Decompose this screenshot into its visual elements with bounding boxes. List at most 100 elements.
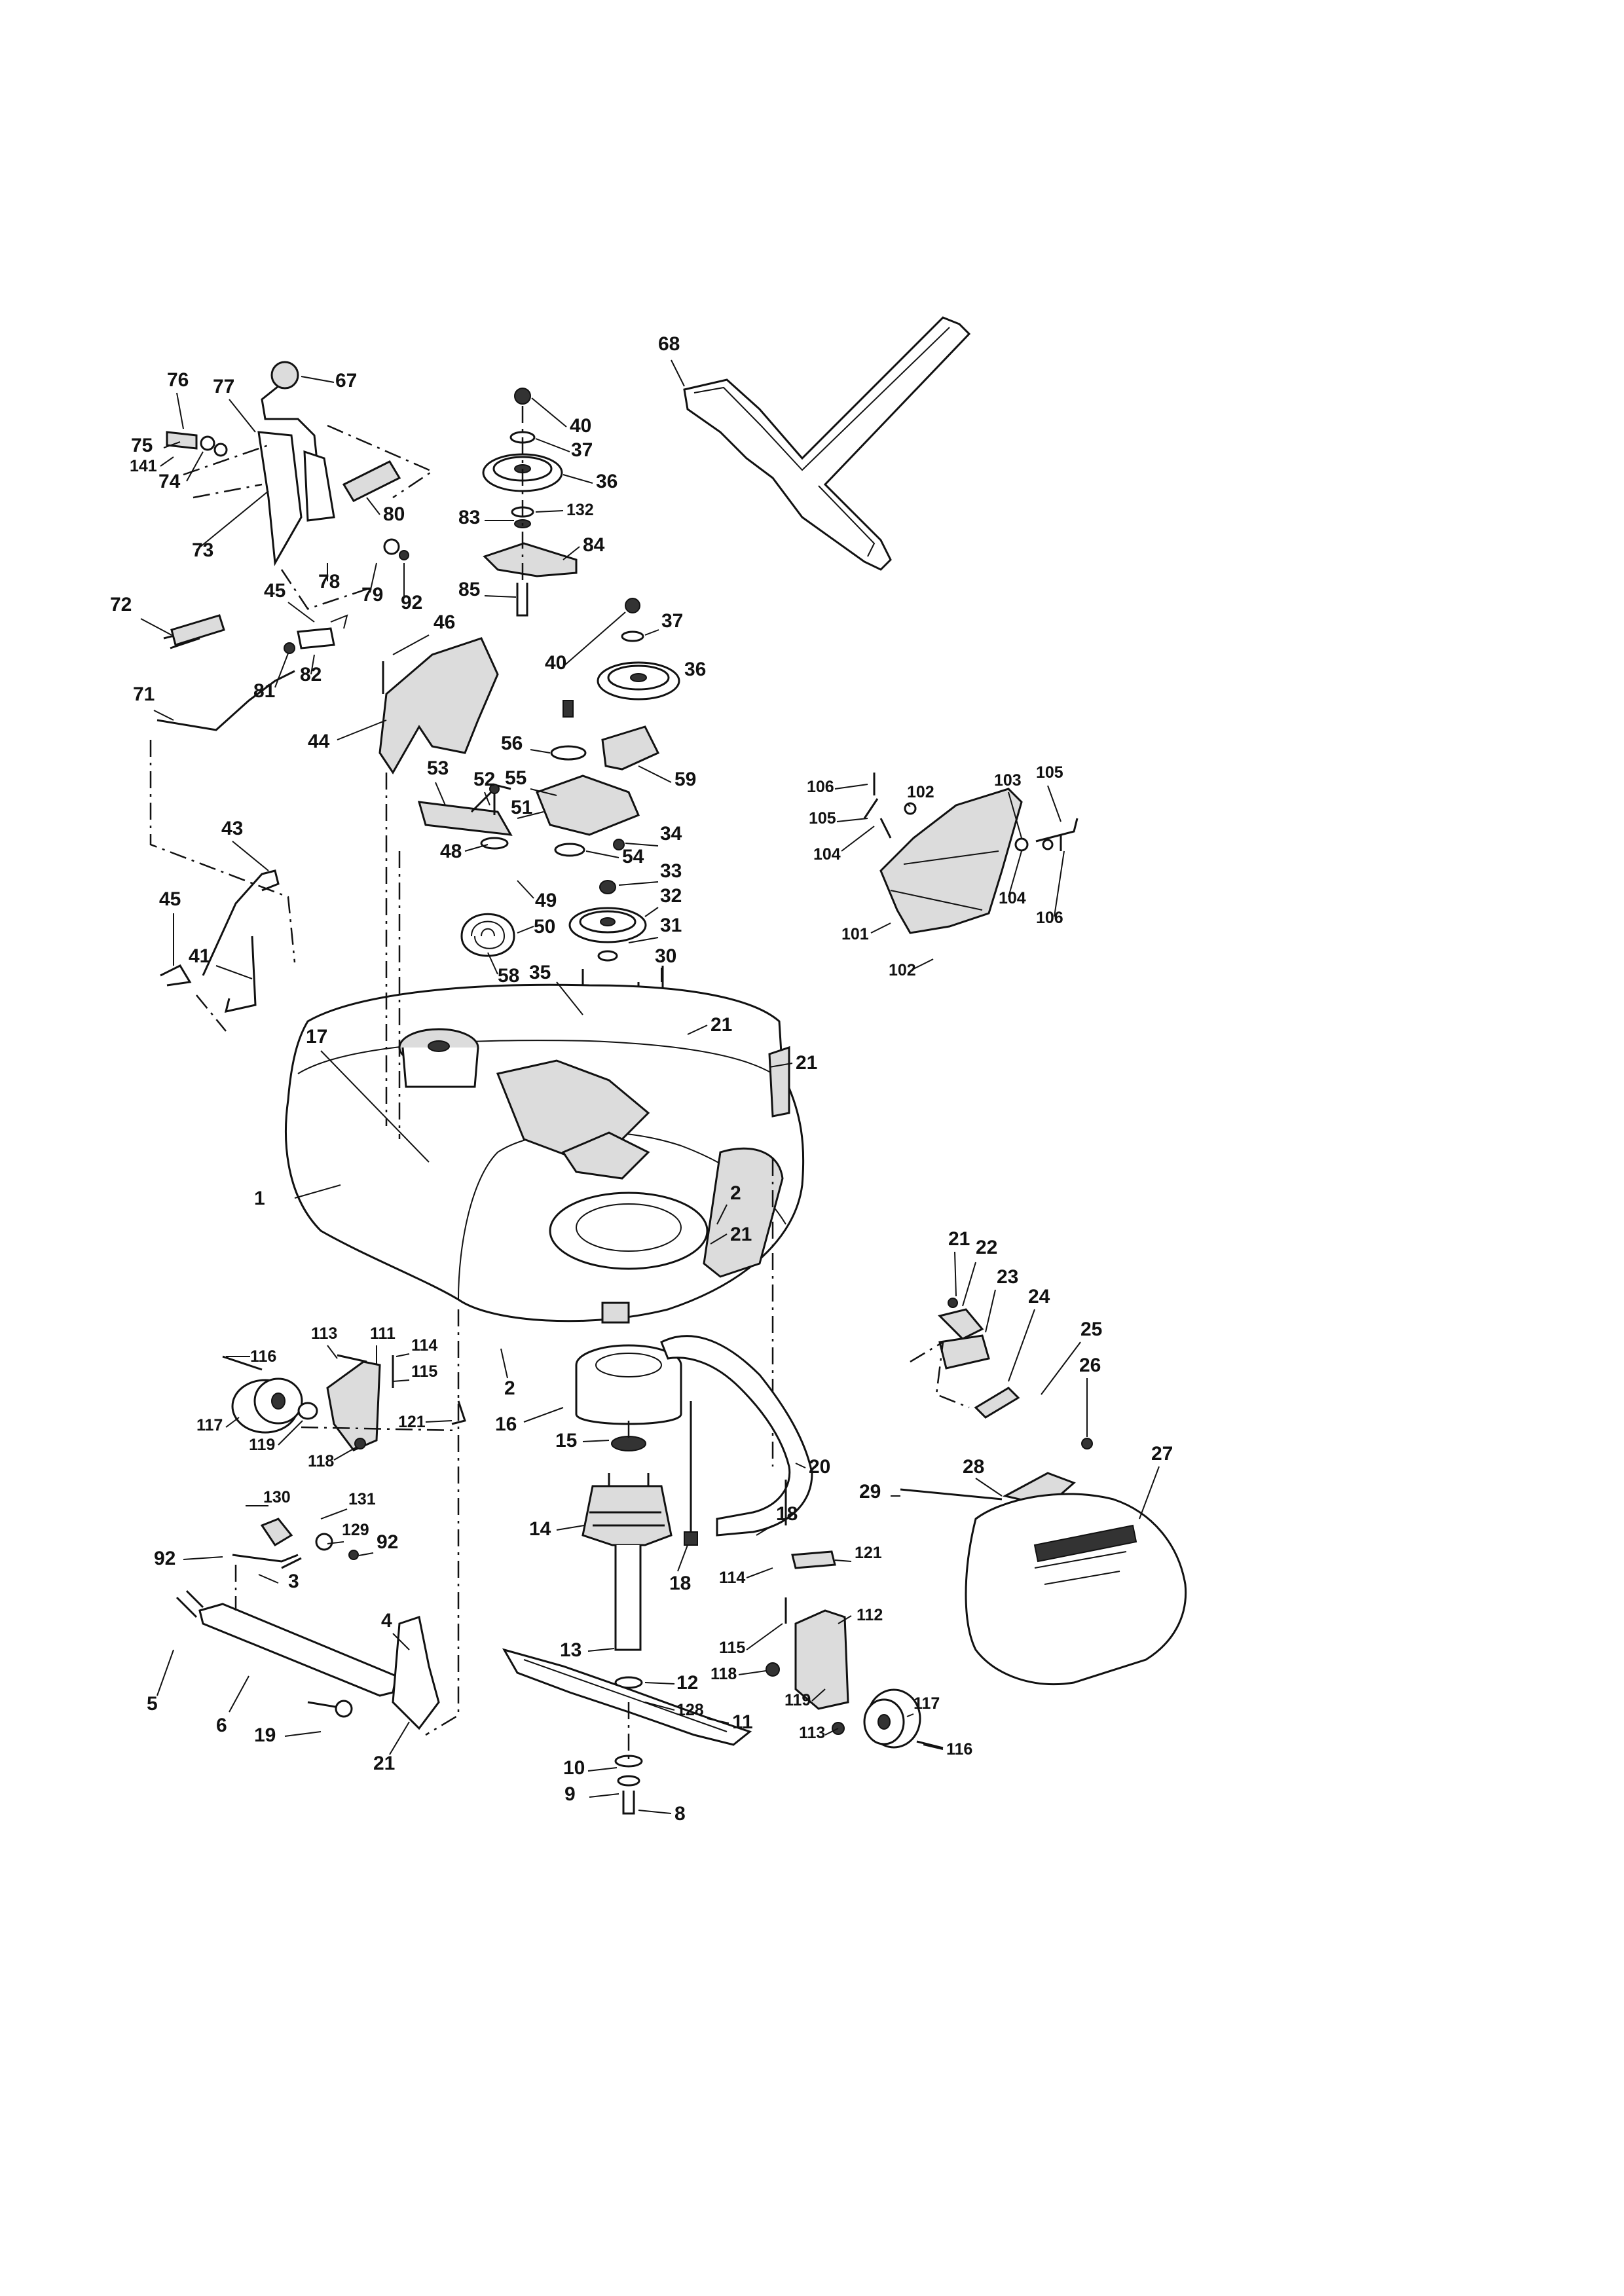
leader-line-51	[517, 811, 544, 819]
leader-line-73	[196, 490, 269, 551]
callout-106a: 106	[807, 778, 834, 796]
leader-line-121a	[425, 1420, 452, 1423]
callout-84: 84	[583, 534, 605, 556]
leader-line-22	[962, 1262, 976, 1307]
callout-117b: 117	[913, 1694, 940, 1713]
leader-line-9	[589, 1793, 619, 1798]
callout-4: 4	[381, 1610, 392, 1631]
leader-line-105b	[1047, 785, 1061, 822]
left-gauge-wheel-part	[222, 1354, 466, 1451]
callout-33: 33	[660, 860, 682, 882]
callout-130: 130	[263, 1488, 291, 1506]
callout-45a: 45	[264, 580, 286, 602]
leader-line-13	[587, 1648, 615, 1652]
leader-line-128	[644, 1702, 675, 1711]
callout-17: 17	[306, 1026, 327, 1048]
callout-46: 46	[434, 611, 455, 633]
leader-line-103	[1008, 792, 1022, 839]
callout-106b: 106	[1036, 909, 1063, 927]
part-illustrations	[149, 316, 1187, 1815]
leader-line-21a	[687, 1025, 708, 1035]
callout-37b: 37	[661, 610, 683, 632]
leader-line-36a	[563, 474, 593, 484]
callout-12: 12	[676, 1672, 698, 1694]
leader-line-118a	[333, 1446, 358, 1461]
callout-54: 54	[622, 846, 644, 867]
leader-line-114b	[746, 1567, 773, 1578]
callout-92c: 92	[154, 1548, 175, 1569]
callout-53: 53	[427, 757, 449, 779]
leader-line-37a	[535, 438, 570, 452]
callout-78: 78	[318, 571, 340, 592]
leader-line-16	[523, 1407, 564, 1423]
callout-58: 58	[498, 965, 519, 987]
callout-119a: 119	[249, 1436, 275, 1454]
callout-45b: 45	[159, 888, 181, 910]
callout-5: 5	[147, 1693, 158, 1715]
rear-hinge-bracket-part	[900, 1298, 1187, 1685]
callout-40a: 40	[570, 415, 591, 437]
leader-line-59	[638, 765, 672, 783]
leader-line-104b	[1008, 850, 1022, 898]
callout-75: 75	[131, 435, 153, 456]
callout-85: 85	[458, 579, 480, 600]
callout-55: 55	[505, 767, 526, 789]
leader-line-21d	[954, 1251, 957, 1297]
callout-16: 16	[495, 1413, 517, 1435]
callout-11: 11	[732, 1711, 753, 1733]
callout-18a: 18	[669, 1573, 691, 1594]
callout-114a: 114	[411, 1336, 437, 1355]
callout-8: 8	[674, 1803, 686, 1825]
leader-line-11	[707, 1718, 729, 1724]
callout-73: 73	[192, 539, 213, 561]
leader-line-68	[671, 359, 685, 387]
leader-line-92b	[358, 1552, 374, 1556]
leader-line-5	[157, 1649, 174, 1696]
callout-111: 111	[370, 1324, 396, 1343]
leader-line-6	[229, 1675, 249, 1713]
leader-line-76	[176, 392, 184, 429]
leader-line-115b	[746, 1623, 783, 1650]
belt-guard-part	[378, 637, 499, 774]
callout-117a: 117	[196, 1416, 223, 1434]
callout-67: 67	[335, 370, 357, 392]
callout-129: 129	[342, 1521, 369, 1539]
callout-34: 34	[660, 823, 682, 845]
callout-52: 52	[473, 769, 495, 790]
leader-line-20	[795, 1463, 806, 1468]
blade-spindle-assembly-part	[502, 1344, 752, 1815]
leader-line-67	[301, 376, 335, 383]
callout-2b: 2	[504, 1377, 515, 1399]
callout-113b: 113	[799, 1724, 825, 1742]
callout-131: 131	[348, 1490, 376, 1508]
callout-21b: 21	[796, 1052, 817, 1074]
callout-105a: 105	[809, 809, 836, 828]
callout-31: 31	[660, 915, 682, 936]
callout-36b: 36	[684, 659, 706, 680]
idler-arm-part	[417, 774, 640, 957]
callout-71: 71	[133, 683, 155, 705]
leader-line-28	[975, 1478, 1003, 1497]
callout-27: 27	[1151, 1443, 1173, 1465]
leader-line-112	[838, 1615, 852, 1624]
callout-44: 44	[308, 731, 330, 752]
callout-113a: 113	[311, 1324, 337, 1343]
callout-26: 26	[1079, 1355, 1101, 1376]
leader-line-43	[232, 841, 269, 871]
callout-49: 49	[535, 890, 557, 911]
leader-line-10	[587, 1767, 618, 1772]
callout-23: 23	[997, 1266, 1018, 1288]
callout-68: 68	[658, 333, 680, 355]
callout-92a: 92	[401, 592, 422, 613]
leader-line-24	[1008, 1309, 1035, 1382]
callout-21c: 21	[730, 1224, 752, 1245]
callout-59: 59	[674, 769, 696, 790]
leader-line-40b	[563, 611, 626, 667]
leader-line-34	[625, 843, 659, 847]
leader-line-35	[556, 981, 583, 1015]
center-pulley-stack-part	[550, 598, 680, 771]
callout-25: 25	[1080, 1319, 1102, 1340]
callout-32: 32	[660, 885, 682, 907]
leader-line-129	[327, 1541, 344, 1544]
